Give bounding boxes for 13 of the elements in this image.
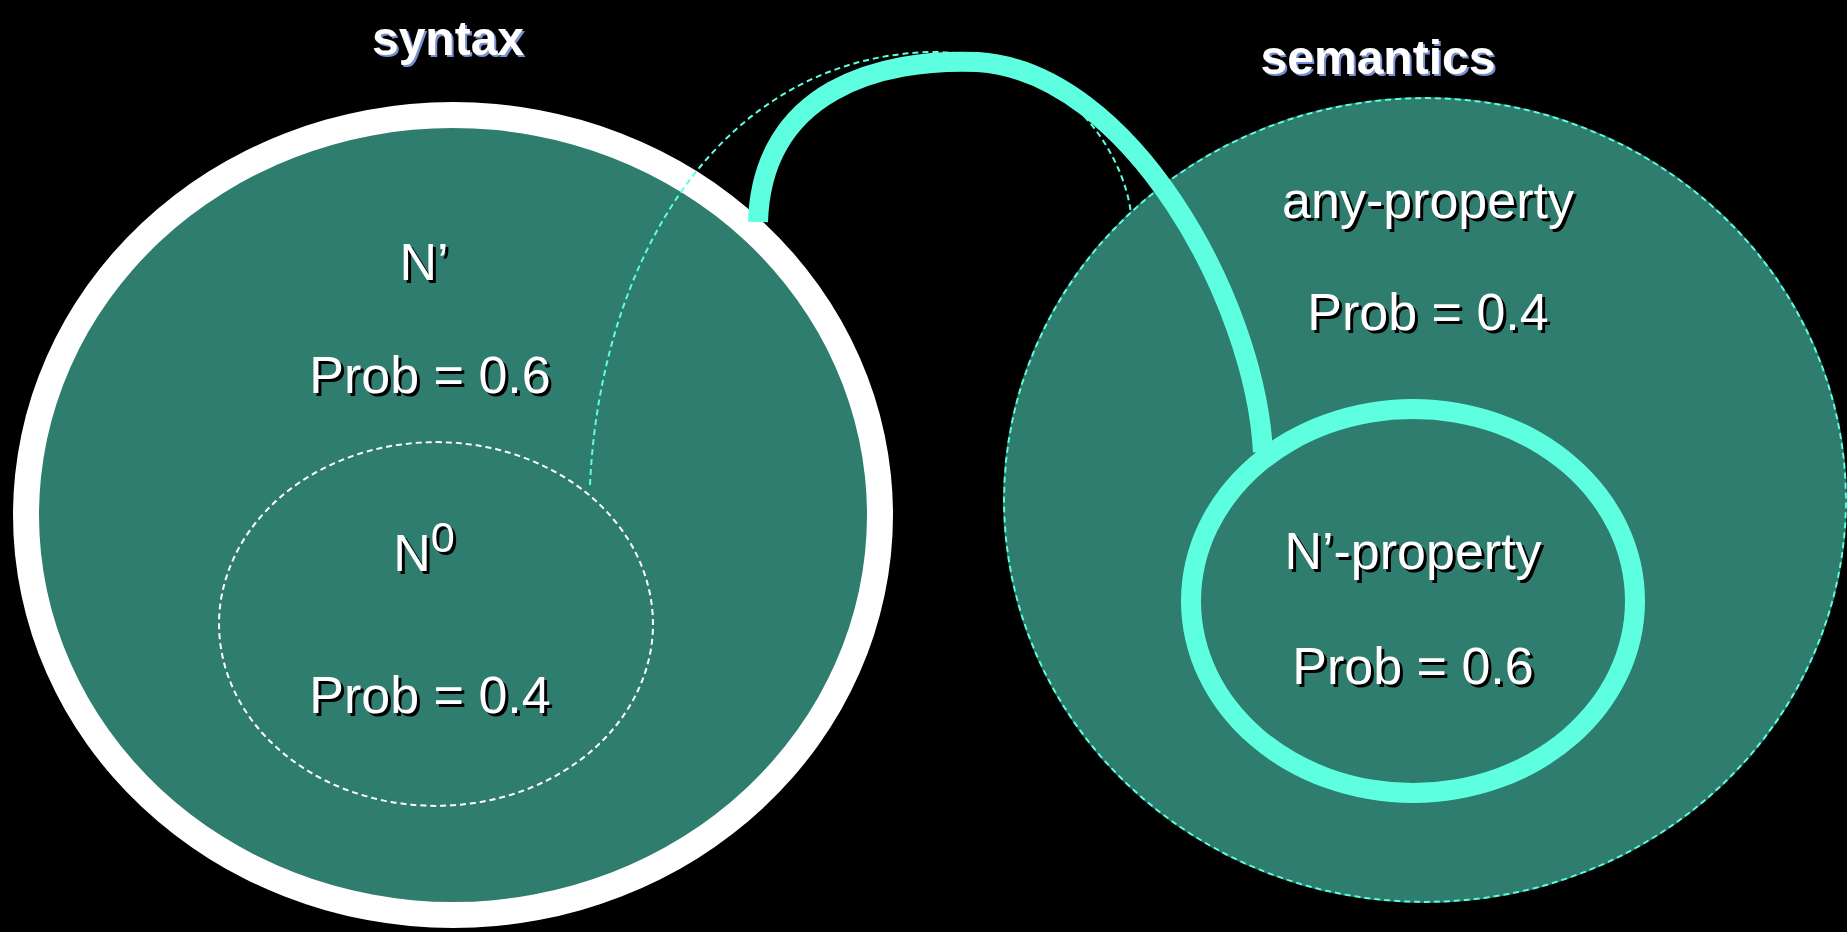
heading: syntax	[371, 10, 525, 66]
label-text: N’-property	[1284, 521, 1542, 581]
label-text: Prob = 0.4	[1307, 282, 1549, 342]
label-text: Prob = 0.6	[1292, 636, 1534, 696]
label-text: Prob = 0.6	[309, 345, 551, 405]
label-text: any-property	[1282, 170, 1574, 230]
label-text: N’	[399, 232, 449, 292]
label-text: N$^{0}$	[393, 513, 455, 583]
ellipse-region	[218, 441, 654, 807]
label-text: Prob = 0.4	[309, 665, 551, 725]
connector-line	[748, 51, 1273, 454]
heading: semantics	[1260, 29, 1496, 85]
ellipse-region	[1181, 399, 1645, 803]
